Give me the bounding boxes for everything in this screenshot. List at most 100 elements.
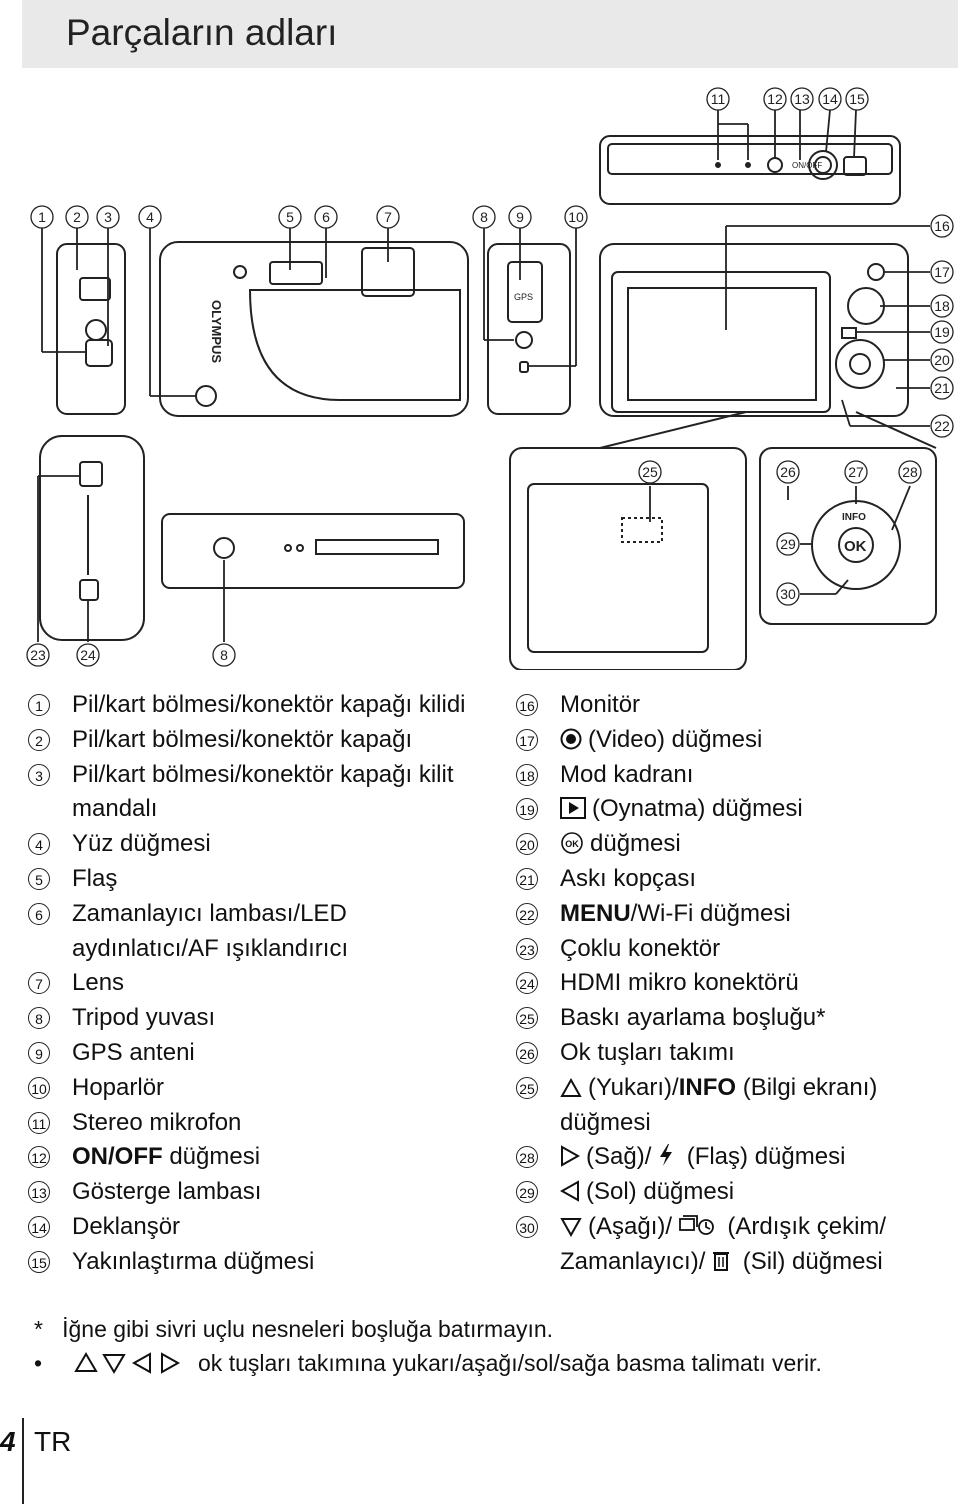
flash-icon	[660, 1144, 673, 1167]
camera-left-side-view	[56, 243, 126, 415]
svg-text:24: 24	[80, 647, 96, 663]
callout-1: 1	[30, 205, 54, 229]
svg-text:28: 28	[902, 464, 918, 480]
callout-19: 19	[930, 320, 954, 344]
svg-text:29: 29	[780, 536, 796, 552]
svg-text:10: 10	[568, 209, 584, 225]
svg-text:20: 20	[934, 352, 950, 368]
svg-text:4: 4	[146, 209, 154, 225]
callout-2: 2	[65, 205, 89, 229]
svg-text:18: 18	[934, 298, 950, 314]
callout-3: 3	[96, 205, 120, 229]
note-asterisk: * İğne gibi sivri uçlu nesneleri boşluğa…	[34, 1316, 554, 1342]
svg-text:3: 3	[104, 209, 112, 225]
gps-label: GPS	[514, 292, 533, 302]
callout-17: 17	[930, 260, 954, 284]
callout-30: 30	[776, 582, 800, 606]
arrow-pad-detail-panel: OK INFO	[759, 411, 937, 625]
monitor-detail-panel	[509, 411, 747, 670]
up-triangle-icon	[560, 1077, 582, 1097]
svg-text:11: 11	[711, 91, 726, 107]
list-item: 19 (Oynatma) düğmesi	[516, 792, 946, 827]
camera-bottom-view	[161, 513, 465, 589]
svg-text:5: 5	[286, 209, 294, 225]
brand-logo-text: OLYMPUS	[209, 300, 224, 363]
svg-text:9: 9	[516, 209, 524, 225]
callout-11: 11	[706, 87, 730, 111]
svg-text:8: 8	[220, 647, 228, 663]
svg-text:13: 13	[794, 91, 810, 107]
page-number: 4	[0, 1426, 16, 1457]
callout-29: 29	[776, 532, 800, 556]
svg-text:17: 17	[934, 264, 950, 280]
callout-21: 21	[930, 376, 954, 400]
camera-front-view: OLYMPUS	[159, 241, 469, 417]
down-triangle-icon	[560, 1217, 582, 1237]
onoff-label: ON/OFF	[792, 161, 822, 170]
notes: * İğne gibi sivri uçlu nesneleri boşluğa…	[34, 1312, 822, 1380]
trash-icon	[713, 1251, 730, 1271]
list-item: 30 (Aşağı)/ (Ardışık çekim/ Zamanlayıcı)…	[516, 1210, 946, 1280]
svg-text:16: 16	[934, 218, 950, 234]
video-icon	[560, 728, 582, 750]
callout-7: 7	[376, 205, 400, 229]
svg-text:8: 8	[480, 209, 488, 225]
svg-text:7: 7	[384, 209, 392, 225]
svg-text:15: 15	[849, 91, 865, 107]
callout-20: 20	[930, 348, 954, 372]
callout-22: 22	[930, 414, 954, 438]
left-triangle-icon	[560, 1180, 579, 1202]
callout-18: 18	[930, 294, 954, 318]
callout-28: 28	[898, 460, 922, 484]
list-item: 28 (Sağ)/ (Flaş) düğmesi	[516, 1140, 946, 1175]
ok-icon: OK	[561, 832, 583, 854]
callout-10: 10	[564, 205, 588, 229]
camera-top-view: ON/OFF	[599, 135, 901, 205]
drive-selftimer-icon	[678, 1215, 714, 1235]
ok-label: OK	[844, 538, 867, 555]
footer-divider	[22, 1418, 24, 1504]
svg-text:6: 6	[322, 209, 330, 225]
svg-text:26: 26	[780, 464, 796, 480]
svg-text:12: 12	[767, 91, 783, 107]
language-code: TR	[34, 1426, 72, 1457]
callout-15: 15	[845, 87, 869, 111]
note-bullet: • ok tuşları takımına yukarı/aşağı/sol/s…	[34, 1350, 822, 1376]
svg-text:25: 25	[642, 464, 658, 480]
callout-26: 26	[776, 460, 800, 484]
ok-icon-label: OK	[565, 839, 579, 849]
callout-24: 24	[76, 643, 100, 667]
right-triangle-icon	[561, 1145, 580, 1168]
camera-parts-figure: ON/OFF OLYMPUS GPS	[26, 87, 954, 670]
list-item: 25 (Yukarı)/INFO (Bilgi ekranı) düğmesi	[516, 1071, 946, 1141]
svg-text:30: 30	[780, 586, 796, 602]
callout-16: 16	[930, 214, 954, 238]
callout-6: 6	[314, 205, 338, 229]
camera-right-side-view: GPS	[487, 243, 571, 415]
svg-text:19: 19	[934, 324, 950, 340]
camera-back-view	[599, 243, 909, 417]
svg-text:2: 2	[73, 209, 81, 225]
svg-text:21: 21	[934, 380, 950, 396]
playback-icon	[560, 797, 586, 820]
svg-text:23: 23	[30, 647, 46, 663]
callout-25: 25	[638, 460, 662, 484]
callout-13: 13	[790, 87, 814, 111]
